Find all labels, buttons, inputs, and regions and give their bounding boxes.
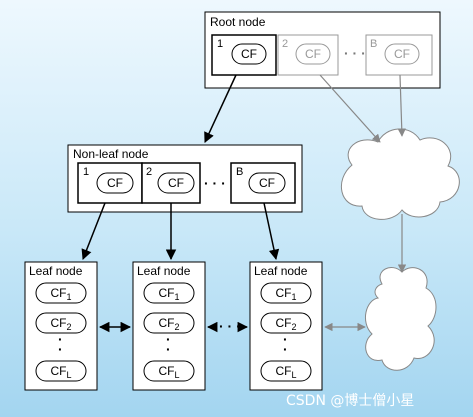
leaf-2-vdot-2: · (166, 341, 171, 357)
cloud-lower (364, 267, 437, 371)
arrow-root-to-non-leaf (204, 74, 237, 143)
leaf-node-3: Leaf node CF1 CF2 · · CFL (249, 261, 323, 391)
non-leaf-entry-b: B CF (230, 162, 296, 204)
non-leaf-entry-2: 2 CF (141, 162, 201, 204)
leaf-2-cf-2: CF2 (158, 316, 179, 332)
root-entry-1-cf: CF (241, 47, 257, 61)
leaf-3-cf-2: CF2 (275, 316, 296, 332)
root-entry-2: 2 CF (277, 34, 339, 76)
non-leaf-entry-1-cf: CF (107, 176, 123, 190)
leaf-1-vdot-1: · (58, 331, 63, 347)
root-ellipsis: · · · (344, 45, 366, 61)
leaf-node-2: Leaf node CF1 CF2 · · CFL (132, 261, 206, 391)
non-leaf-entry-1-index: 1 (83, 166, 89, 178)
root-entry-1-index: 1 (217, 38, 223, 50)
non-leaf-node: Non-leaf node 1 CF 2 CF · · · B CF (67, 144, 303, 213)
leaf-1-vdot-2: · (58, 341, 63, 357)
leaf-3-vdot-2: · (283, 341, 288, 357)
watermark-text: CSDN @博士僧小星 (286, 392, 414, 409)
root-entry-2-cf: CF (305, 47, 321, 61)
root-entry-b-index: B (370, 38, 377, 50)
root-entry-b: B CF (365, 34, 433, 76)
root-node: Root node 1 CF 2 CF · · · B CF (204, 11, 441, 89)
root-node-title: Root node (210, 15, 266, 29)
root-entry-1: 1 CF (211, 34, 277, 76)
leaf-node-1: Leaf node CF1 CF2 · · CFL (24, 261, 98, 391)
non-leaf-ellipsis: · · · (204, 175, 226, 191)
leaf-ellipsis: · · · (219, 318, 241, 334)
leaf-node-3-title: Leaf node (254, 264, 308, 278)
root-entry-2-index: 2 (282, 38, 288, 50)
leaf-2-vdot-1: · (166, 331, 171, 347)
non-leaf-entry-2-index: 2 (146, 166, 152, 178)
non-leaf-entry-b-index: B (236, 166, 243, 178)
non-leaf-entry-b-cf: CF (259, 176, 275, 190)
leaf-2-cf-1: CF1 (158, 286, 179, 302)
non-leaf-entry-2-cf: CF (168, 176, 184, 190)
leaf-1-cf-l: CFL (50, 364, 71, 380)
leaf-2-cf-l: CFL (158, 364, 179, 380)
leaf-3-cf-1: CF1 (275, 286, 296, 302)
arrow-root-b-to-cloud (397, 74, 406, 137)
root-entry-b-cf: CF (394, 47, 410, 61)
leaf-1-cf-1: CF1 (50, 286, 71, 302)
leaf-1-cf-2: CF2 (50, 316, 71, 332)
leaf-3-vdot-1: · (283, 331, 288, 347)
non-leaf-entry-1: 1 CF (77, 162, 143, 204)
leaf-3-cf-l: CFL (275, 364, 296, 380)
arrow-non-leaf-b-to-leaf-3 (263, 202, 280, 261)
leaf-node-1-title: Leaf node (29, 264, 83, 278)
leaf-node-2-title: Leaf node (137, 264, 191, 278)
arrow-root-2-to-cloud (319, 74, 381, 143)
arrow-non-leaf-1-to-leaf-1 (81, 202, 106, 260)
non-leaf-node-title: Non-leaf node (73, 147, 149, 161)
